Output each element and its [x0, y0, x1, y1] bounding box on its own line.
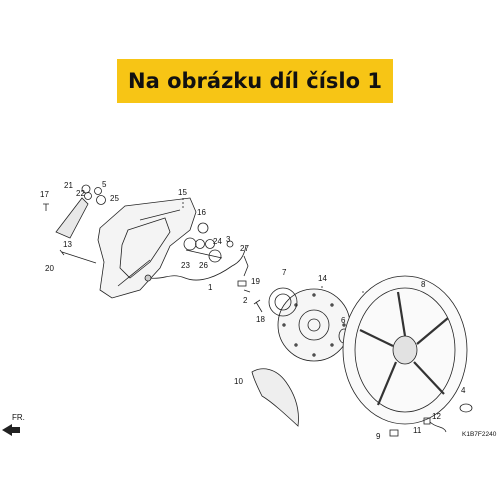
callout-5: 5	[102, 180, 107, 189]
callout-6: 6	[341, 316, 346, 325]
sensor-clip-19	[237, 280, 247, 287]
sensor-27	[243, 255, 249, 277]
bolt-20	[59, 249, 97, 264]
callout-14: 14	[318, 274, 327, 283]
callout-11: 11	[413, 426, 422, 435]
swing-arm-boss	[183, 237, 197, 251]
callout-4: 4	[461, 386, 466, 395]
banner-text: Na obrázku díl číslo 1	[128, 69, 382, 93]
small-part-3	[226, 240, 234, 248]
callout-3: 3	[226, 235, 231, 244]
bearing-26a	[195, 239, 205, 249]
arrow-icon	[2, 424, 20, 436]
bolt-2	[243, 289, 251, 293]
swing-arm	[97, 197, 197, 299]
callout-17: 17	[40, 190, 49, 199]
diagram-code: K1B7F2240	[462, 431, 497, 438]
callout-7: 7	[282, 268, 287, 277]
callout-10: 10	[234, 377, 243, 386]
brake-disc-inner	[298, 309, 330, 341]
part-9	[389, 429, 399, 437]
wheel-rim-inner	[354, 287, 456, 413]
sensor-ring	[268, 287, 298, 317]
callout-9: 9	[376, 432, 381, 441]
direction-label: FR.	[12, 413, 25, 422]
bolt-17	[43, 203, 49, 211]
sensor-wire	[149, 245, 247, 281]
valve-12	[429, 421, 447, 433]
ring-5	[94, 187, 102, 195]
callout-20: 20	[45, 264, 54, 273]
brake-disc	[277, 288, 351, 362]
sensor-ring-inner	[274, 293, 292, 311]
callout-12: 12	[432, 412, 441, 421]
callout-25: 25	[110, 194, 119, 203]
callout-18: 18	[256, 315, 265, 324]
callout-22: 22	[76, 189, 85, 198]
brake-disc-holes	[282, 293, 346, 357]
seal-24	[208, 249, 222, 263]
bearing-26b	[205, 239, 215, 249]
callout-19: 19	[251, 277, 260, 286]
fender	[251, 368, 299, 427]
callout-21: 21	[64, 181, 73, 190]
bracket-plate	[55, 197, 89, 239]
wheel-hub	[392, 335, 418, 365]
title-banner: Na obrázku díl číslo 1	[117, 59, 393, 103]
callout-13: 13	[63, 240, 72, 249]
cap-4	[459, 403, 473, 413]
callout-27: 27	[240, 244, 249, 253]
callout-26: 26	[199, 261, 208, 270]
callout-24: 24	[213, 237, 222, 246]
callout-23: 23	[181, 261, 190, 270]
ring-22	[84, 192, 92, 200]
swing-arm-opening	[119, 217, 171, 279]
seal-25	[96, 195, 106, 205]
callout-1: 1	[208, 283, 213, 292]
brake-disc-hub	[307, 318, 321, 332]
swing-arm-rib-1	[117, 259, 151, 287]
wire-connector	[144, 274, 152, 282]
front-direction-arrow: FR.	[2, 413, 25, 436]
wheel-spokes	[359, 291, 449, 406]
callouts: 17 21 22 5 25 15 13 20 16 3 26 24 23 27 …	[40, 180, 466, 441]
bolt-18	[253, 299, 263, 313]
callout-2: 2	[243, 296, 248, 305]
callout-8: 8	[421, 280, 426, 289]
bearing-16	[197, 222, 209, 234]
callout-16: 16	[197, 208, 206, 217]
valve-body-11	[423, 417, 431, 425]
leader-26	[185, 249, 223, 259]
callout-15: 15	[178, 188, 187, 197]
swing-arm-rib-2	[139, 209, 181, 221]
